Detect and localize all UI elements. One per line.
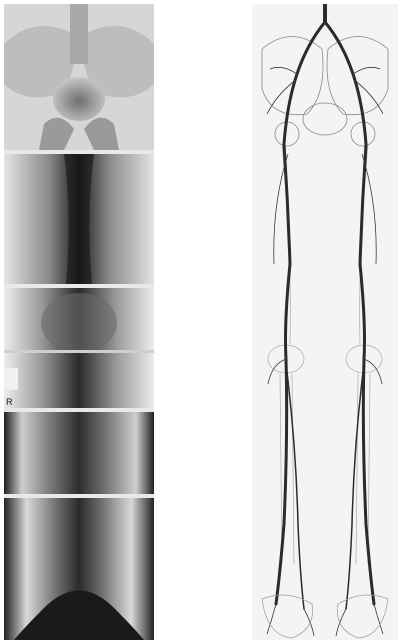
xray-thigh-segment (4, 154, 154, 284)
arterial-anatomy-diagram (252, 4, 398, 640)
xray-leg-segment (4, 412, 154, 494)
xray-knee-segment: R (4, 288, 154, 408)
xray-ankle-foot-segment (4, 498, 154, 640)
xray-pelvis-segment (4, 4, 154, 150)
angiogram-xray-panel: R (4, 4, 154, 640)
xray-side-marker: R (6, 397, 13, 407)
